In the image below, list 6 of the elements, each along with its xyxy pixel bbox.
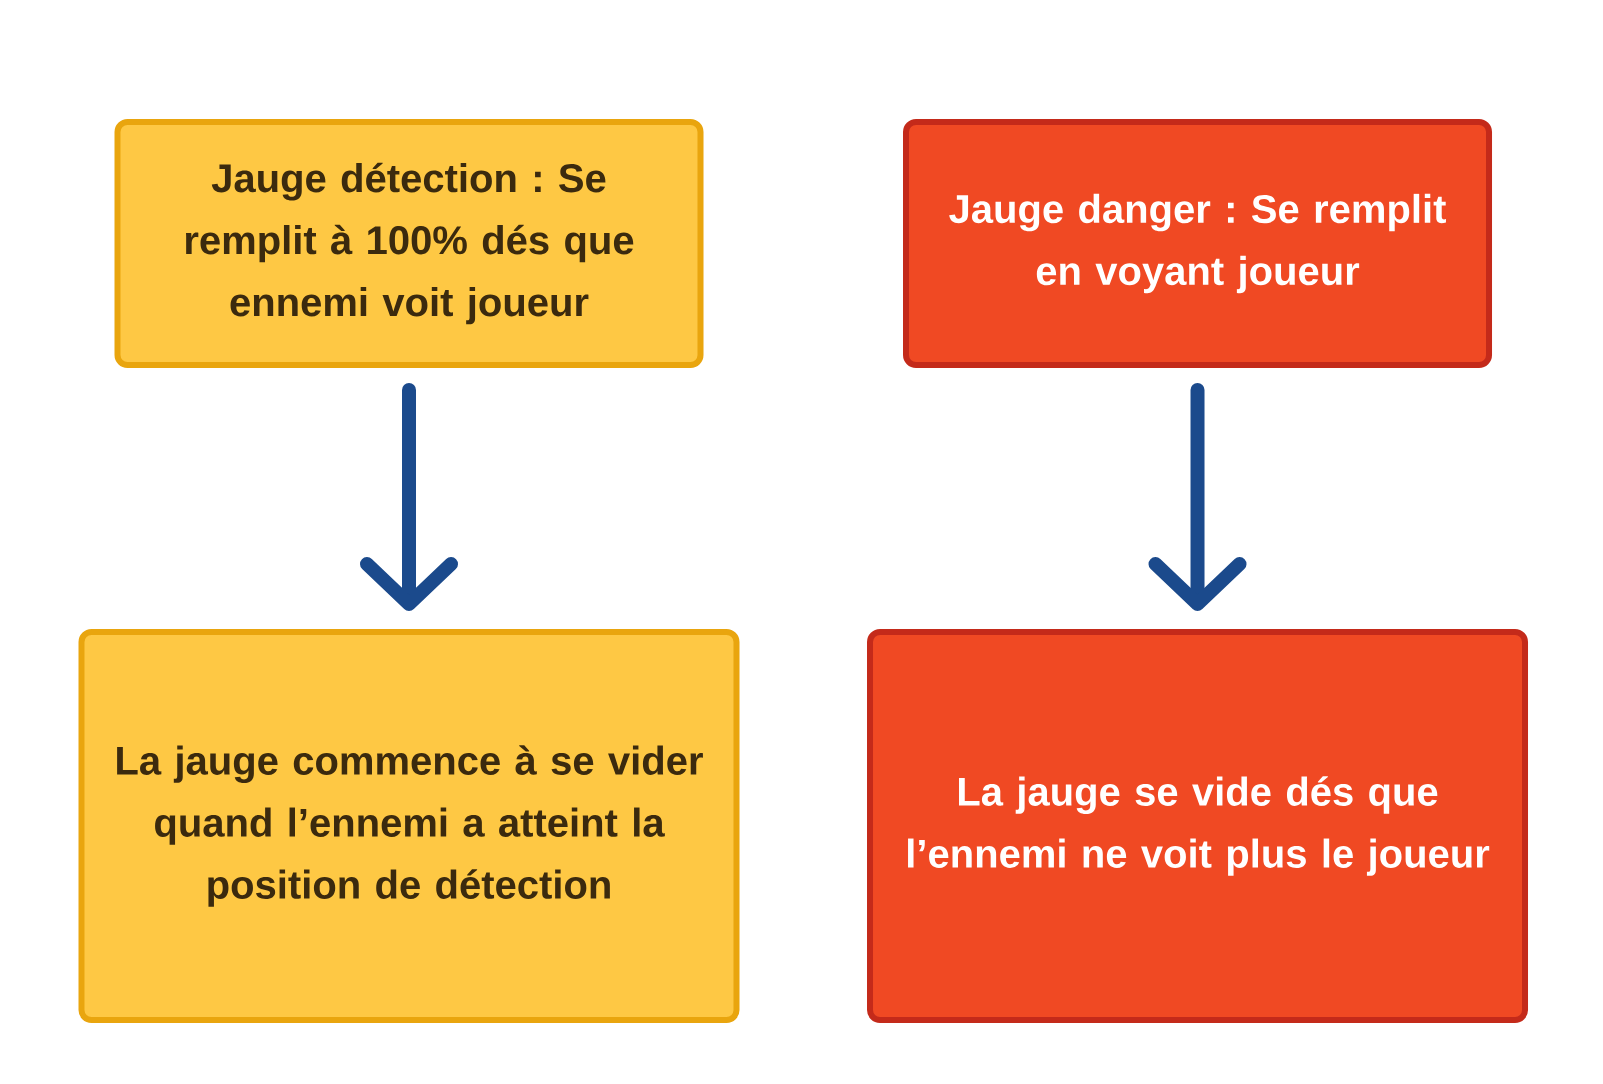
- arrow: [1148, 383, 1247, 611]
- process-box: Jauge détection : Se remplit à 100% dés que ennemi voit joueur: [114, 119, 704, 368]
- process-box: La jauge commence à se vider quand l’ennemi a atteint la position de détection: [78, 629, 740, 1023]
- process-box: La jauge se vide dés que l’ennemi ne voit plus le joueur: [867, 629, 1528, 1023]
- arrow: [360, 383, 458, 611]
- process-box: Jauge danger : Se remplit en voyant joueur: [903, 119, 1492, 368]
